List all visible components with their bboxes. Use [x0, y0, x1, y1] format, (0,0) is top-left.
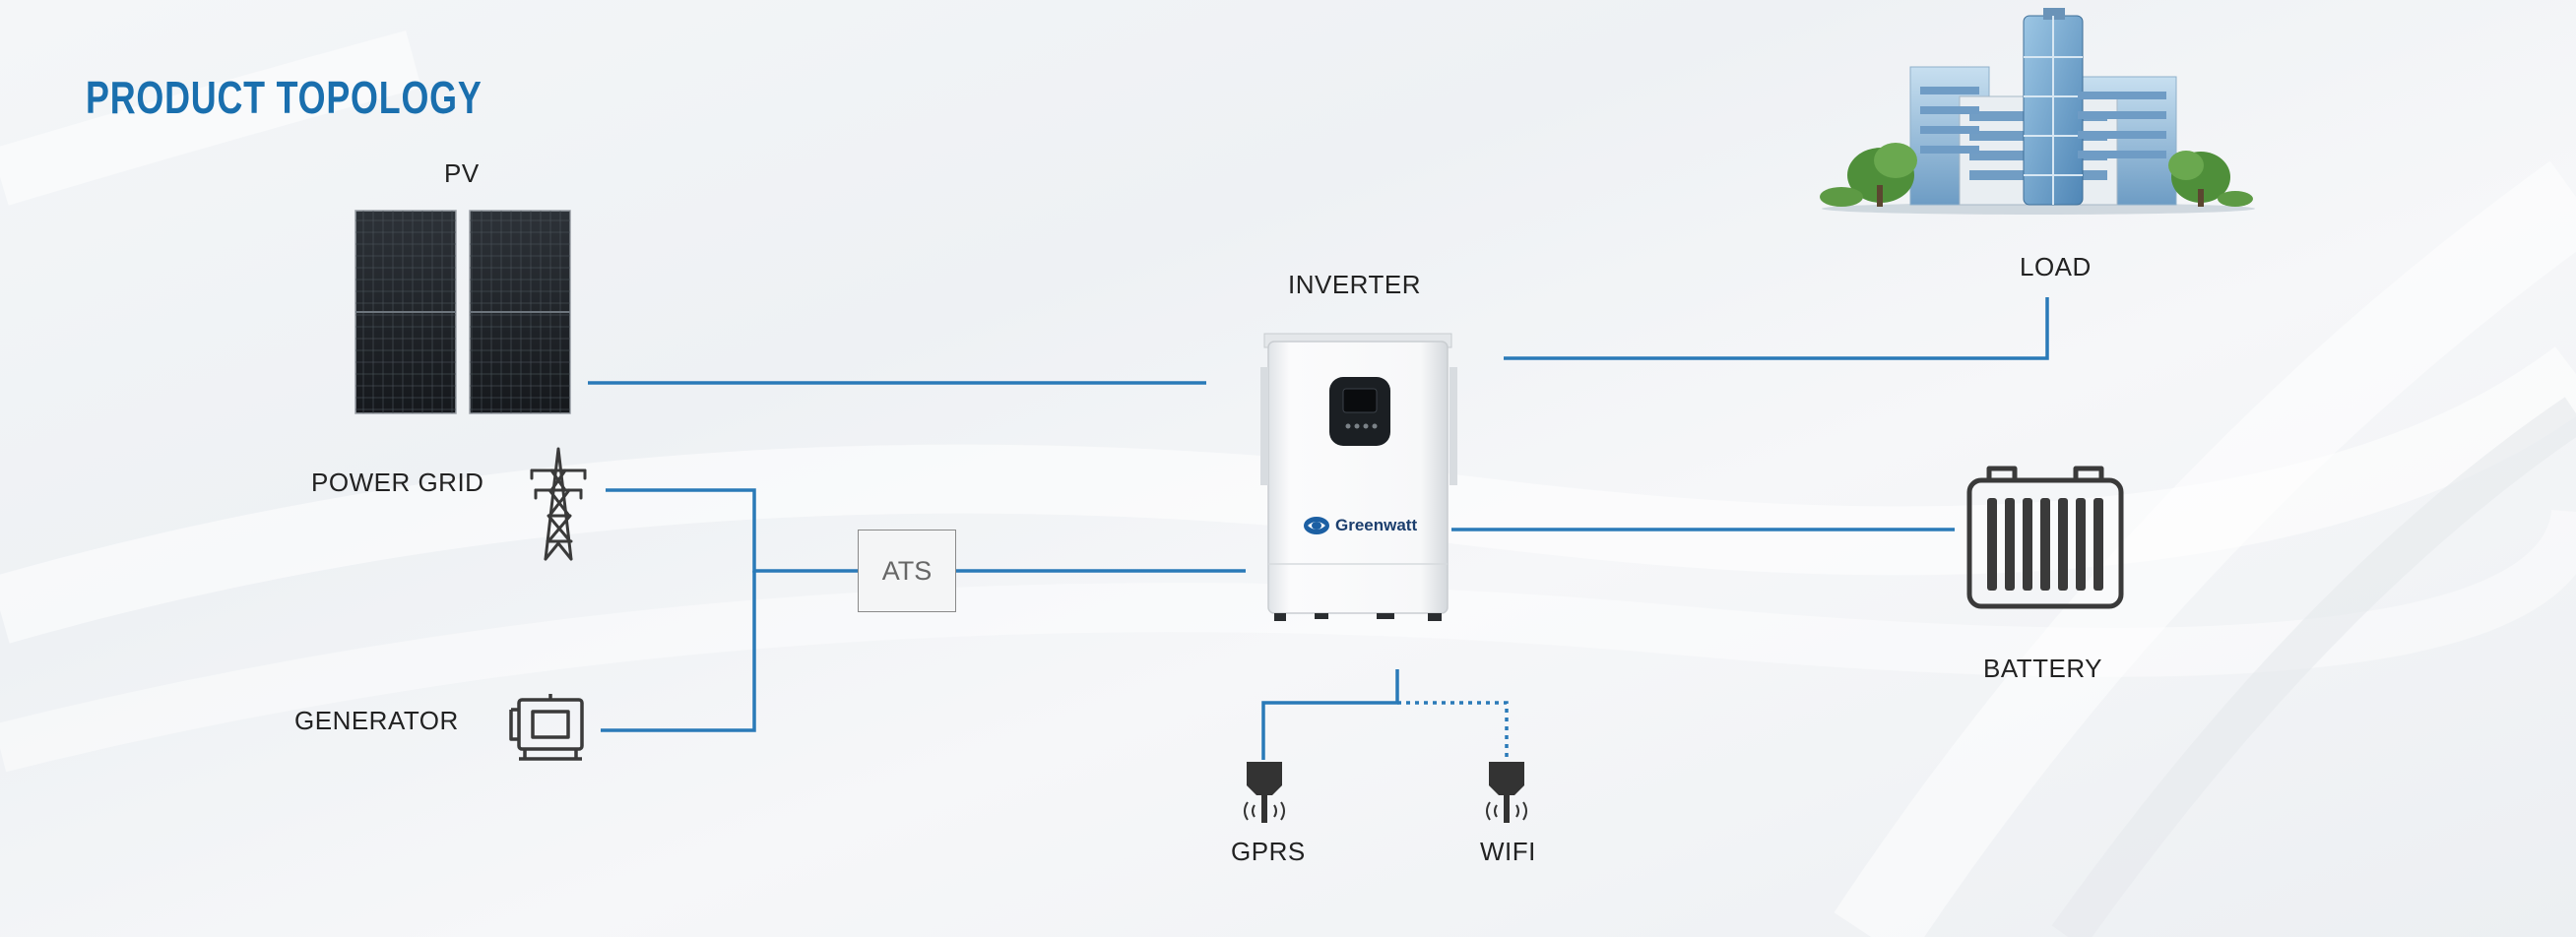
link-inverter-gprs — [1261, 669, 1399, 760]
power-grid-label: POWER GRID — [311, 468, 484, 497]
link-grid-ats — [606, 488, 858, 573]
gprs-label: GPRS — [1231, 837, 1306, 866]
generator-label: GENERATOR — [294, 706, 459, 735]
wifi-dongle-icon — [1486, 762, 1527, 823]
inverter-brand: Greenwatt — [1302, 515, 1417, 536]
link-inverter-load — [1504, 297, 2049, 360]
link-inverter-wifi — [1397, 701, 1509, 760]
battery-label: BATTERY — [1983, 654, 2103, 683]
building-icon — [1820, 8, 2255, 215]
ats-box: ATS — [858, 530, 956, 612]
inverter-device-icon: Greenwatt — [1260, 328, 1457, 623]
battery-icon — [1966, 466, 2124, 609]
pv-label: PV — [444, 158, 480, 188]
link-generator-ats — [601, 571, 756, 732]
page-title: PRODUCT TOPOLOGY — [86, 72, 483, 123]
generator-icon — [509, 694, 584, 761]
brand-logo-icon — [1304, 517, 1329, 534]
inverter-label: INVERTER — [1288, 270, 1421, 299]
gprs-dongle-icon — [1244, 762, 1285, 823]
transmission-tower-icon — [530, 447, 587, 561]
wifi-label: WIFI — [1480, 837, 1536, 866]
load-label: LOAD — [2020, 252, 2092, 281]
solar-panel-icon — [354, 210, 571, 414]
inverter-brand-text: Greenwatt — [1335, 516, 1418, 534]
